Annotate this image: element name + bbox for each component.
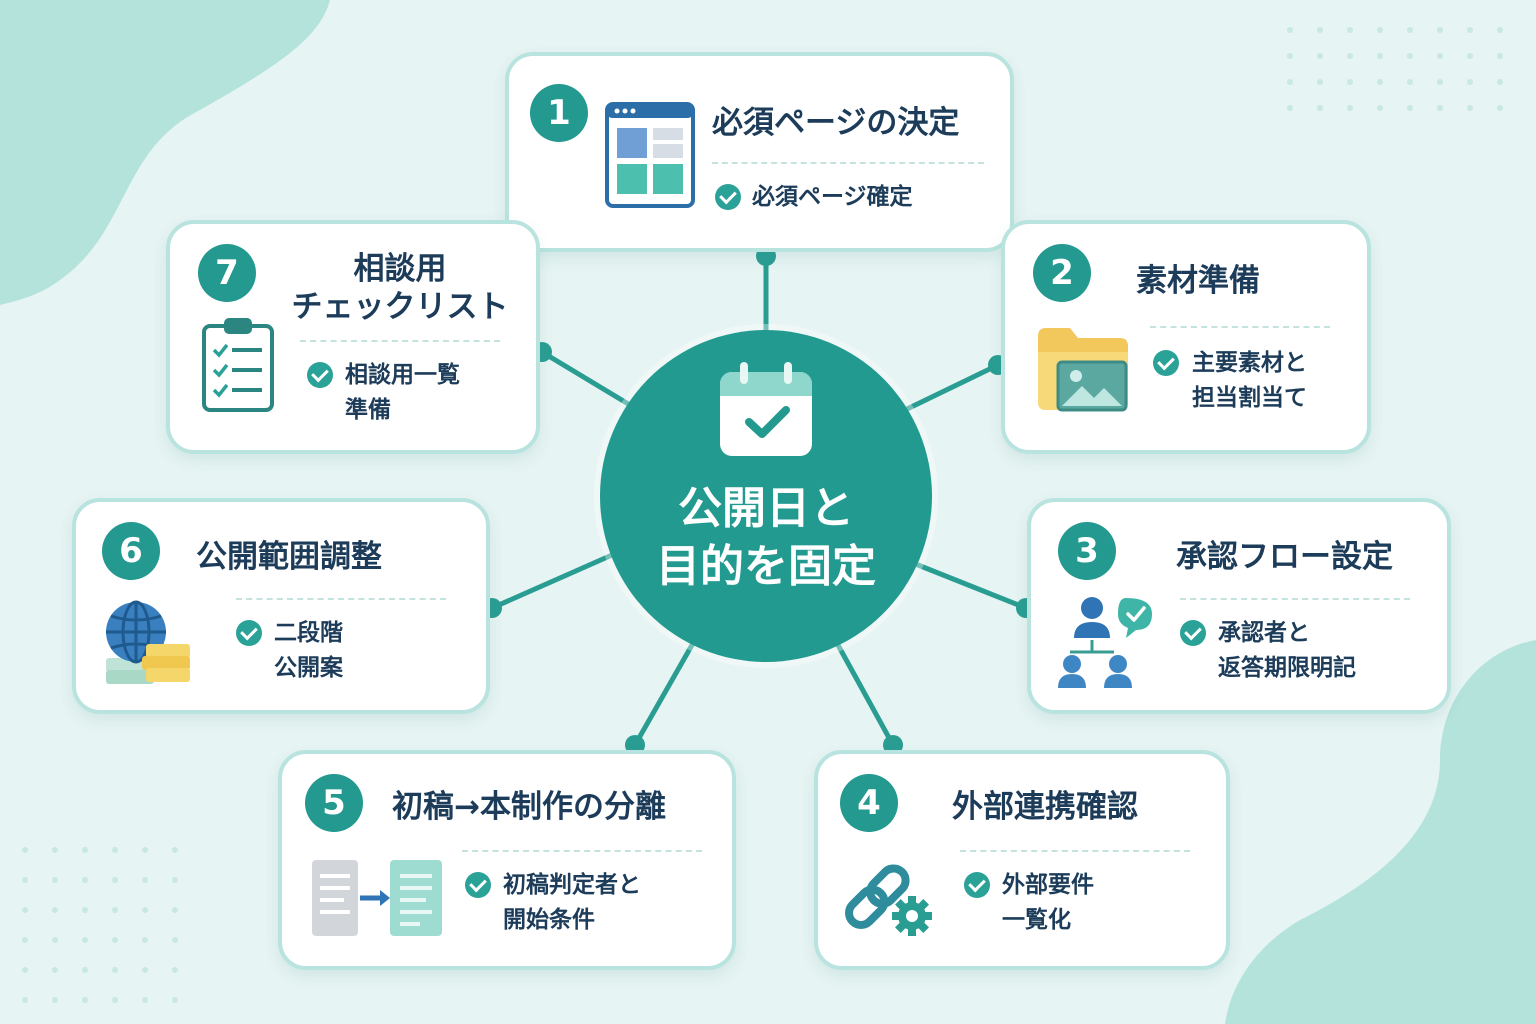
check-icon bbox=[715, 184, 741, 210]
step-item: 担当割当て bbox=[1192, 385, 1307, 411]
calendar-check-icon bbox=[720, 362, 812, 456]
step-item: 準備 bbox=[345, 397, 391, 423]
step-item: 主要素材と bbox=[1192, 350, 1307, 376]
step-title: 素材準備 bbox=[1136, 263, 1260, 299]
step-item: 必須ページ確定 bbox=[752, 184, 913, 210]
team-approval-icon bbox=[1058, 597, 1152, 688]
folder-image-icon bbox=[1038, 328, 1128, 412]
step-number-badge: 5 bbox=[305, 774, 363, 832]
check-icon bbox=[307, 362, 333, 388]
step-item: 初稿判定者と bbox=[503, 872, 641, 898]
step-title: 外部連携確認 bbox=[952, 789, 1138, 825]
step-number-badge: 7 bbox=[198, 244, 256, 302]
step-item: 承認者と bbox=[1218, 620, 1310, 646]
check-icon bbox=[1153, 350, 1179, 376]
step-number-badge: 4 bbox=[840, 774, 898, 832]
step-card-1 bbox=[505, 52, 1014, 252]
hub-title-line-1: 公開日と bbox=[678, 483, 854, 534]
step-item: 一覧化 bbox=[1002, 907, 1071, 933]
step-item: 開始条件 bbox=[503, 907, 595, 933]
check-icon bbox=[236, 620, 262, 646]
step-item: 公開案 bbox=[274, 655, 343, 681]
step-title: 公開範囲調整 bbox=[196, 539, 382, 575]
step-item: 外部要件 bbox=[1002, 872, 1094, 898]
check-icon bbox=[1180, 620, 1206, 646]
step-card-4 bbox=[814, 750, 1230, 970]
link-gear-icon bbox=[845, 864, 932, 936]
step-divider bbox=[300, 340, 500, 342]
step-divider bbox=[236, 598, 446, 600]
check-icon bbox=[964, 872, 990, 898]
step-item: 二段階 bbox=[274, 620, 343, 646]
browser-layout-icon bbox=[605, 102, 695, 208]
clipboard-checklist-icon bbox=[202, 318, 274, 412]
hub-title-line-2: 目的を固定 bbox=[656, 541, 876, 592]
step-title-line-2: チェックリスト bbox=[291, 289, 509, 325]
step-divider bbox=[960, 850, 1190, 852]
step-divider bbox=[1180, 598, 1410, 600]
step-title: 初稿→本制作の分離 bbox=[392, 789, 666, 825]
step-divider bbox=[1150, 326, 1330, 328]
hub-title: 公開日と 目的を固定 bbox=[600, 480, 932, 596]
step-title: 相談用 bbox=[353, 251, 447, 287]
step-item: 返答期限明記 bbox=[1218, 655, 1356, 681]
step-title: 承認フロー設定 bbox=[1176, 539, 1393, 575]
step-divider bbox=[712, 162, 984, 164]
check-icon bbox=[465, 872, 491, 898]
globe-stack-icon bbox=[106, 600, 190, 684]
step-title: 必須ページの決定 bbox=[712, 105, 960, 141]
step-number-badge: 2 bbox=[1033, 244, 1091, 302]
document-arrow-icon bbox=[312, 860, 442, 936]
step-number-badge: 6 bbox=[102, 522, 160, 580]
step-number-badge: 1 bbox=[530, 84, 588, 142]
step-item: 相談用一覧 bbox=[345, 362, 460, 388]
step-divider bbox=[462, 850, 702, 852]
step-number-badge: 3 bbox=[1058, 522, 1116, 580]
